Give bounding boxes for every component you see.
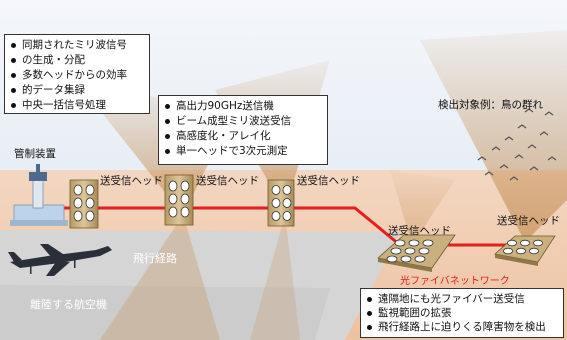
head-label-5: 送受信ヘッド — [497, 215, 560, 227]
head-label-4: 送受信ヘッド — [388, 225, 451, 237]
transmitter-feature-item: 高感度化・アレイ化 — [165, 129, 321, 144]
head-panel-icon — [494, 235, 556, 266]
fiber-network-label: 光ファイバネットワーク — [400, 276, 510, 287]
control-feature-item: 中央一括信号処理 — [11, 98, 143, 113]
bird-flock-icon — [477, 108, 557, 181]
beam-remote — [420, 30, 567, 242]
remote-feature-item: 監視範囲の拡張 — [367, 306, 557, 320]
beam-ground-2 — [250, 215, 300, 340]
head-panel-icon — [377, 234, 456, 272]
control-feature-item: の生成・分配 — [11, 53, 143, 68]
head-unit-icon — [69, 179, 99, 229]
departing-aircraft-label: 離陸する航空機 — [30, 298, 107, 311]
control-feature-item: 同期されたミリ波信号 — [11, 38, 143, 53]
control-device-label: 管制装置 — [14, 148, 56, 160]
transmitter-feature-item: ビーム成型ミリ波送受信 — [165, 114, 321, 129]
head-label-3: 送受信ヘッド — [297, 175, 360, 187]
runway-shadow — [0, 285, 330, 340]
head-unit-icon — [164, 174, 194, 226]
beam-3 — [390, 170, 455, 245]
fiber-line — [40, 206, 525, 247]
transmitter-features-box: 高出力90GHz送信機 ビーム成型ミリ波送受信 高感度化・アレイ化 単一ヘッドで… — [158, 95, 328, 165]
airplane-icon — [8, 244, 112, 276]
transmitter-feature-item: 高出力90GHz送信機 — [165, 99, 321, 114]
remote-features-box: 遠隔地にも光ファイバー送受信 監視範囲の拡張 飛行経路上に迫りくる障害物を検出 — [360, 288, 564, 338]
control-feature-item: 多数ヘッドからの効率 — [11, 68, 143, 83]
flight-path-label: 飛行経路 — [133, 252, 177, 265]
transmitter-feature-item: 単一ヘッドで3次元測定 — [165, 144, 321, 159]
control-features-box: 同期されたミリ波信号 の生成・分配 多数ヘッドからの効率 的データ集録 中央一括… — [4, 34, 150, 114]
head-label-1: 送受信ヘッド — [100, 175, 163, 187]
detection-target-label: 検出対象例：鳥の群れ — [438, 99, 543, 111]
beam-ground — [100, 215, 220, 340]
head-label-2: 送受信ヘッド — [196, 175, 259, 187]
control-tower-icon — [10, 164, 68, 226]
remote-feature-item: 飛行経路上に迫りくる障害物を検出 — [367, 320, 557, 334]
control-feature-item: 的データ集録 — [11, 83, 143, 98]
head-unit-icon — [267, 179, 295, 227]
remote-feature-item: 遠隔地にも光ファイバー送受信 — [367, 292, 557, 306]
